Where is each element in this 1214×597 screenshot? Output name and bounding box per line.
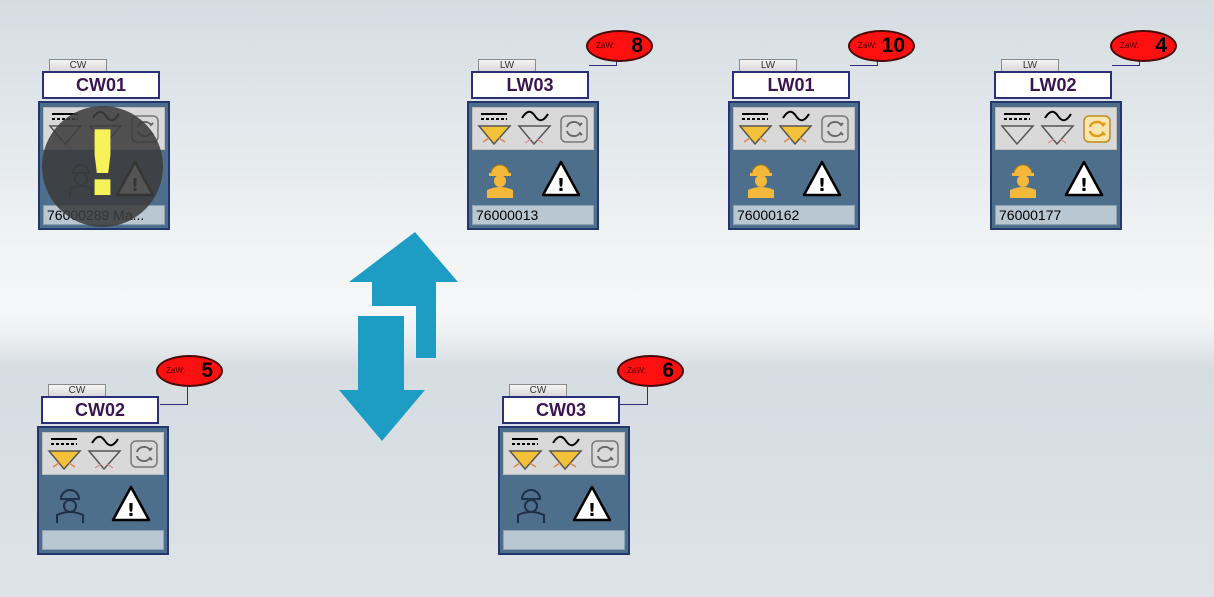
station-name: CW03 bbox=[502, 396, 620, 424]
station-id: 76000177 bbox=[995, 205, 1117, 225]
warning-triangle-icon: ! bbox=[1064, 160, 1104, 197]
badge-connector bbox=[589, 65, 617, 66]
dc-current-icon bbox=[47, 438, 82, 471]
station-lw03[interactable]: LW LW03 bbox=[467, 59, 631, 249]
badge-connector bbox=[620, 404, 648, 405]
svg-text:!: ! bbox=[818, 175, 826, 196]
station-type-tag: LW bbox=[739, 59, 797, 73]
svg-text:!: ! bbox=[127, 500, 135, 521]
cycle-icon bbox=[1083, 115, 1111, 143]
dc-current-icon bbox=[477, 113, 512, 146]
station-cw02[interactable]: CW CW02 ! bbox=[37, 384, 201, 574]
background-band bbox=[0, 250, 1214, 365]
station-lw02[interactable]: LW LW02 ! bbox=[990, 59, 1154, 249]
arrow-up bbox=[349, 232, 458, 358]
ac-current-icon bbox=[548, 435, 583, 471]
badge-connector bbox=[647, 387, 648, 405]
station-id: 76000162 bbox=[733, 205, 855, 225]
svg-text:!: ! bbox=[1080, 175, 1088, 196]
ac-current-icon bbox=[1040, 110, 1075, 146]
station-panel: ! 76000177 bbox=[990, 101, 1122, 230]
transfer-arrows-icon bbox=[339, 232, 458, 441]
dc-current-icon bbox=[1000, 113, 1035, 146]
station-cw01[interactable]: CW CW01 ! 76000289 Ma. bbox=[38, 59, 202, 249]
warning-triangle-icon: ! bbox=[802, 160, 842, 197]
station-panel: ! 76000013 bbox=[467, 101, 599, 230]
counter-value: 6 bbox=[662, 359, 674, 382]
cycle-icon bbox=[591, 440, 619, 468]
badge-connector bbox=[160, 404, 188, 405]
station-panel: ! bbox=[498, 426, 630, 555]
svg-text:!: ! bbox=[557, 175, 565, 196]
worker-icon bbox=[487, 164, 513, 198]
dc-current-icon bbox=[738, 113, 773, 146]
dc-current-icon bbox=[508, 438, 543, 471]
warning-triangle-icon: ! bbox=[572, 485, 612, 522]
station-panel: ! 76000162 bbox=[728, 101, 860, 230]
counter-value: 4 bbox=[1155, 34, 1167, 57]
arrow-down bbox=[339, 316, 425, 441]
process-icon-strip bbox=[42, 432, 164, 475]
station-name: LW02 bbox=[994, 71, 1112, 99]
station-id bbox=[42, 530, 164, 550]
station-panel: ! 76000289 Ma... ! bbox=[38, 101, 170, 230]
svg-text:!: ! bbox=[588, 500, 596, 521]
station-name: LW01 bbox=[732, 71, 850, 99]
station-id bbox=[503, 530, 625, 550]
ac-current-icon bbox=[517, 110, 552, 146]
counter-value: 10 bbox=[881, 34, 905, 57]
zaw-counter-badge[interactable]: ZaW: 8 bbox=[586, 30, 653, 62]
worker-icon bbox=[1010, 164, 1036, 198]
cycle-icon bbox=[560, 115, 588, 143]
station-name: LW03 bbox=[471, 71, 589, 99]
cycle-icon bbox=[130, 440, 158, 468]
worker-icon bbox=[56, 489, 84, 523]
process-icon-strip bbox=[995, 107, 1117, 150]
zaw-counter-badge[interactable]: ZaW: 10 bbox=[848, 30, 915, 62]
worker-icon bbox=[517, 489, 545, 523]
zaw-counter-badge[interactable]: ZaW: 5 bbox=[156, 355, 223, 387]
process-icon-strip bbox=[503, 432, 625, 475]
counter-label: ZaW: bbox=[1120, 41, 1139, 50]
badge-connector bbox=[1112, 65, 1140, 66]
station-name: CW01 bbox=[42, 71, 160, 99]
counter-label: ZaW: bbox=[858, 41, 877, 50]
badge-connector bbox=[850, 65, 878, 66]
counter-label: ZaW: bbox=[627, 366, 646, 375]
counter-label: ZaW: bbox=[166, 366, 185, 375]
ac-current-icon bbox=[778, 110, 813, 146]
warning-triangle-icon: ! bbox=[111, 485, 151, 522]
zaw-counter-badge[interactable]: ZaW: 6 bbox=[617, 355, 684, 387]
station-id: 76000013 bbox=[472, 205, 594, 225]
process-icon-strip bbox=[472, 107, 594, 150]
process-icon-strip bbox=[733, 107, 855, 150]
ac-current-icon bbox=[87, 435, 122, 471]
worker-icon bbox=[748, 164, 774, 198]
counter-value: 5 bbox=[201, 359, 213, 382]
station-lw01[interactable]: LW LW01 bbox=[728, 59, 892, 249]
station-panel: ! bbox=[37, 426, 169, 555]
cycle-icon bbox=[821, 115, 849, 143]
station-cw03[interactable]: CW CW03 ! bbox=[498, 384, 662, 574]
counter-label: ZaW: bbox=[596, 41, 615, 50]
zaw-counter-badge[interactable]: ZaW: 4 bbox=[1110, 30, 1177, 62]
warning-triangle-icon: ! bbox=[541, 160, 581, 197]
warning-overlay-icon[interactable]: ! bbox=[42, 106, 163, 227]
counter-value: 8 bbox=[631, 34, 643, 57]
badge-connector bbox=[187, 387, 188, 405]
station-name: CW02 bbox=[41, 396, 159, 424]
